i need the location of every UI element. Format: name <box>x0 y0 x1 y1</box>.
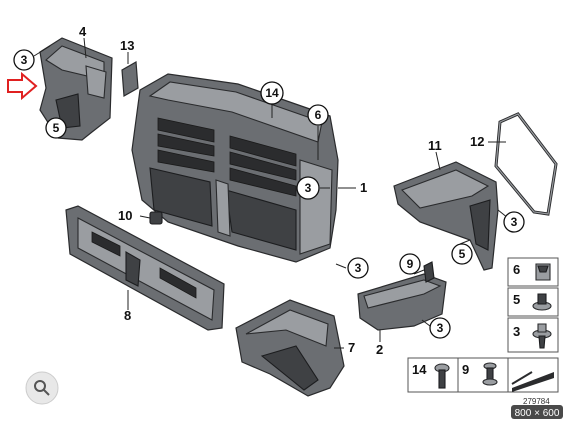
callout-label: 14 <box>265 86 279 100</box>
red-arrow-icon <box>7 71 38 101</box>
callout-3-center: 3 <box>296 176 320 200</box>
part-2-duct-bracket <box>357 261 447 331</box>
part-10-clip <box>149 211 163 225</box>
callout-3-right: 3 <box>503 211 525 233</box>
leader-lines <box>33 37 509 349</box>
document-number: 279784 <box>523 397 550 406</box>
callout-label: 3 <box>511 215 518 229</box>
callout-label: 9 <box>407 257 414 271</box>
foam-strip-icon <box>512 372 554 392</box>
callout-label: 3 <box>21 53 28 67</box>
image-size-text: 800 × 600 <box>515 408 560 419</box>
legend-bottom-row: 14 9 <box>407 357 559 393</box>
part-13-clip <box>121 61 139 97</box>
label-7: 7 <box>348 340 355 355</box>
callout-3-topleft: 3 <box>13 49 35 71</box>
legend-label-6: 6 <box>513 262 520 277</box>
label-13: 13 <box>120 38 134 53</box>
search-lens-icon[interactable] <box>25 371 59 405</box>
callout-label: 3 <box>355 261 362 275</box>
legend-label-9: 9 <box>462 362 469 377</box>
callout-6: 6 <box>307 104 329 126</box>
callout-9-mid: 9 <box>399 253 421 275</box>
label-1: 1 <box>360 180 367 195</box>
callout-label: 6 <box>315 108 322 122</box>
legend-label-3: 3 <box>513 324 520 339</box>
part-4-air-duct <box>39 37 113 141</box>
callout-label: 3 <box>305 181 312 195</box>
callout-label: 3 <box>437 321 444 335</box>
part-7-air-duct <box>235 299 345 397</box>
callout-label: 5 <box>459 247 466 261</box>
label-10: 10 <box>118 208 132 223</box>
part-12-seal-frame <box>494 112 558 216</box>
callout-14: 14 <box>260 81 284 105</box>
callout-5-left: 5 <box>45 117 67 139</box>
label-2: 2 <box>376 342 383 357</box>
image-size-badge: 800 × 600 <box>511 405 563 419</box>
callout-3-bottom: 3 <box>429 317 451 339</box>
callout-3-frame-right: 3 <box>347 257 369 279</box>
label-8: 8 <box>124 308 131 323</box>
label-4: 4 <box>79 24 87 39</box>
label-12: 12 <box>470 134 484 149</box>
legend-label-5: 5 <box>513 292 520 307</box>
legend-fasteners: 6 5 3 <box>507 257 559 353</box>
legend-label-14: 14 <box>412 362 427 377</box>
part-8-lower-panel <box>65 205 225 331</box>
callout-label: 5 <box>53 121 60 135</box>
label-11: 11 <box>428 138 442 153</box>
part-1-radiator-frame <box>131 73 339 263</box>
callout-5-right: 5 <box>451 243 473 265</box>
part-11-air-duct <box>393 161 499 271</box>
